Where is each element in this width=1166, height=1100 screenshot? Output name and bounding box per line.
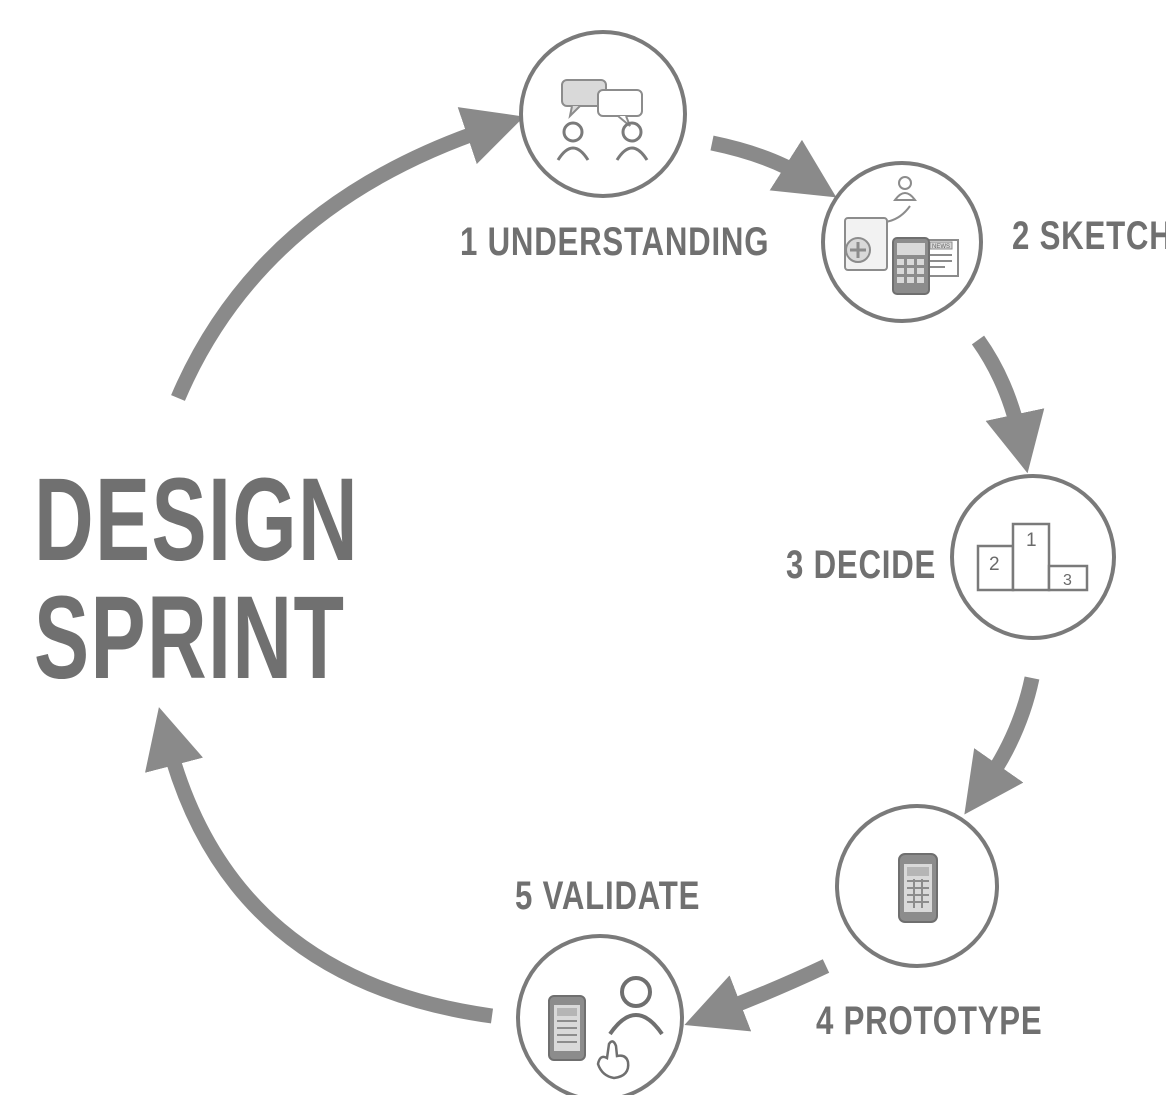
- step-label-sketch: 2 SKETCH: [1012, 214, 1166, 258]
- step-decide-circle: 2 1 3: [950, 474, 1116, 640]
- step-label-validate: 5 VALIDATE: [515, 874, 701, 918]
- podium-icon: 2 1 3: [976, 522, 1089, 592]
- arrow-start-to-understanding: [171, 107, 525, 401]
- podium-second: 2: [989, 554, 1000, 575]
- step-label-prototype: 4 PROTOTYPE: [816, 999, 1043, 1043]
- podium-third: 3: [1063, 572, 1072, 589]
- arrow-decide-to-prototype: [964, 676, 1040, 815]
- news-tag: NEWS: [932, 244, 950, 250]
- arrow-validate-to-understanding: [145, 707, 494, 1024]
- step-label-understanding: 1 UNDERSTANDING: [460, 220, 770, 264]
- arrow-sketch-to-decide: [971, 335, 1045, 474]
- arrow-prototype-to-validate: [684, 959, 830, 1032]
- sketch-devices-icon: NEWS: [844, 176, 959, 295]
- step-prototype-circle: [835, 804, 999, 968]
- mobile-app-icon: [898, 853, 938, 923]
- step-label-decide: 3 DECIDE: [786, 543, 937, 587]
- step-sketch-circle: NEWS: [821, 161, 983, 323]
- title-line-sprint: SPRINT: [34, 572, 346, 704]
- arrow-understanding-to-sketch: [710, 135, 837, 198]
- discussion-people-icon: [556, 79, 649, 161]
- step-understanding-circle: [519, 30, 687, 198]
- step-validate-circle: [516, 934, 684, 1100]
- podium-first: 1: [1026, 530, 1037, 551]
- user-test-icon: [548, 976, 664, 1080]
- title-line-design: DESIGN: [34, 454, 360, 586]
